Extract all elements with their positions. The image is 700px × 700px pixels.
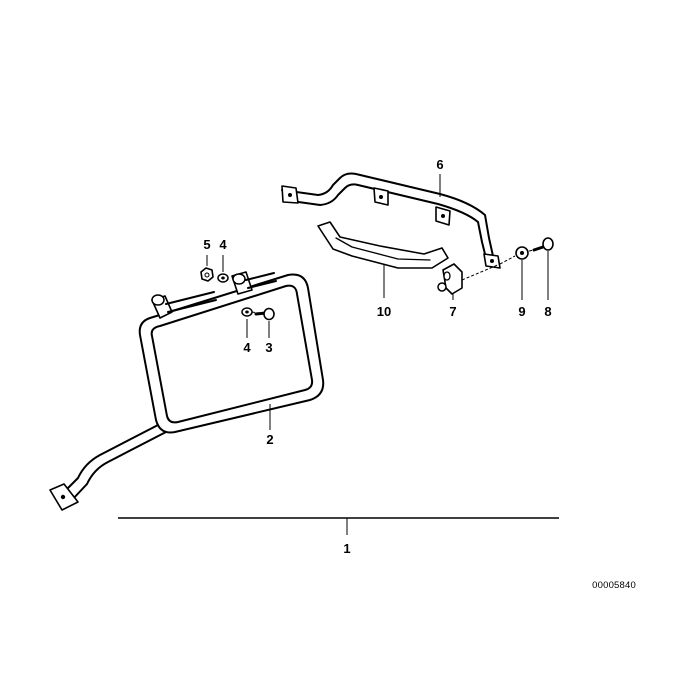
callout-3: 3 [265, 340, 272, 355]
part-5-nut [200, 267, 214, 282]
callout-4-upper: 4 [219, 237, 227, 252]
part-8-bolt [532, 237, 554, 252]
callout-1: 1 [343, 541, 350, 556]
part-3-screw [254, 307, 275, 321]
callout-2: 2 [266, 432, 273, 447]
part-4-washer-upper [217, 273, 229, 283]
part-6-carrier-bracket [281, 172, 501, 269]
part-9-washer [515, 246, 529, 260]
callout-4-lower: 4 [243, 340, 251, 355]
callout-8: 8 [544, 304, 551, 319]
callout-7: 7 [449, 304, 456, 319]
assembly-baseline [118, 517, 559, 535]
callout-9: 9 [518, 304, 525, 319]
callout-10: 10 [377, 304, 391, 319]
part-2-case-holder-frame [49, 271, 325, 511]
part-4-washer-lower [241, 307, 253, 317]
leader-lines [206, 174, 549, 430]
part-10-strap [317, 221, 449, 269]
callout-5: 5 [203, 237, 210, 252]
callout-6: 6 [436, 157, 443, 172]
diagram-reference-code: 00005840 [592, 580, 636, 591]
part-7-clamp [437, 263, 463, 295]
